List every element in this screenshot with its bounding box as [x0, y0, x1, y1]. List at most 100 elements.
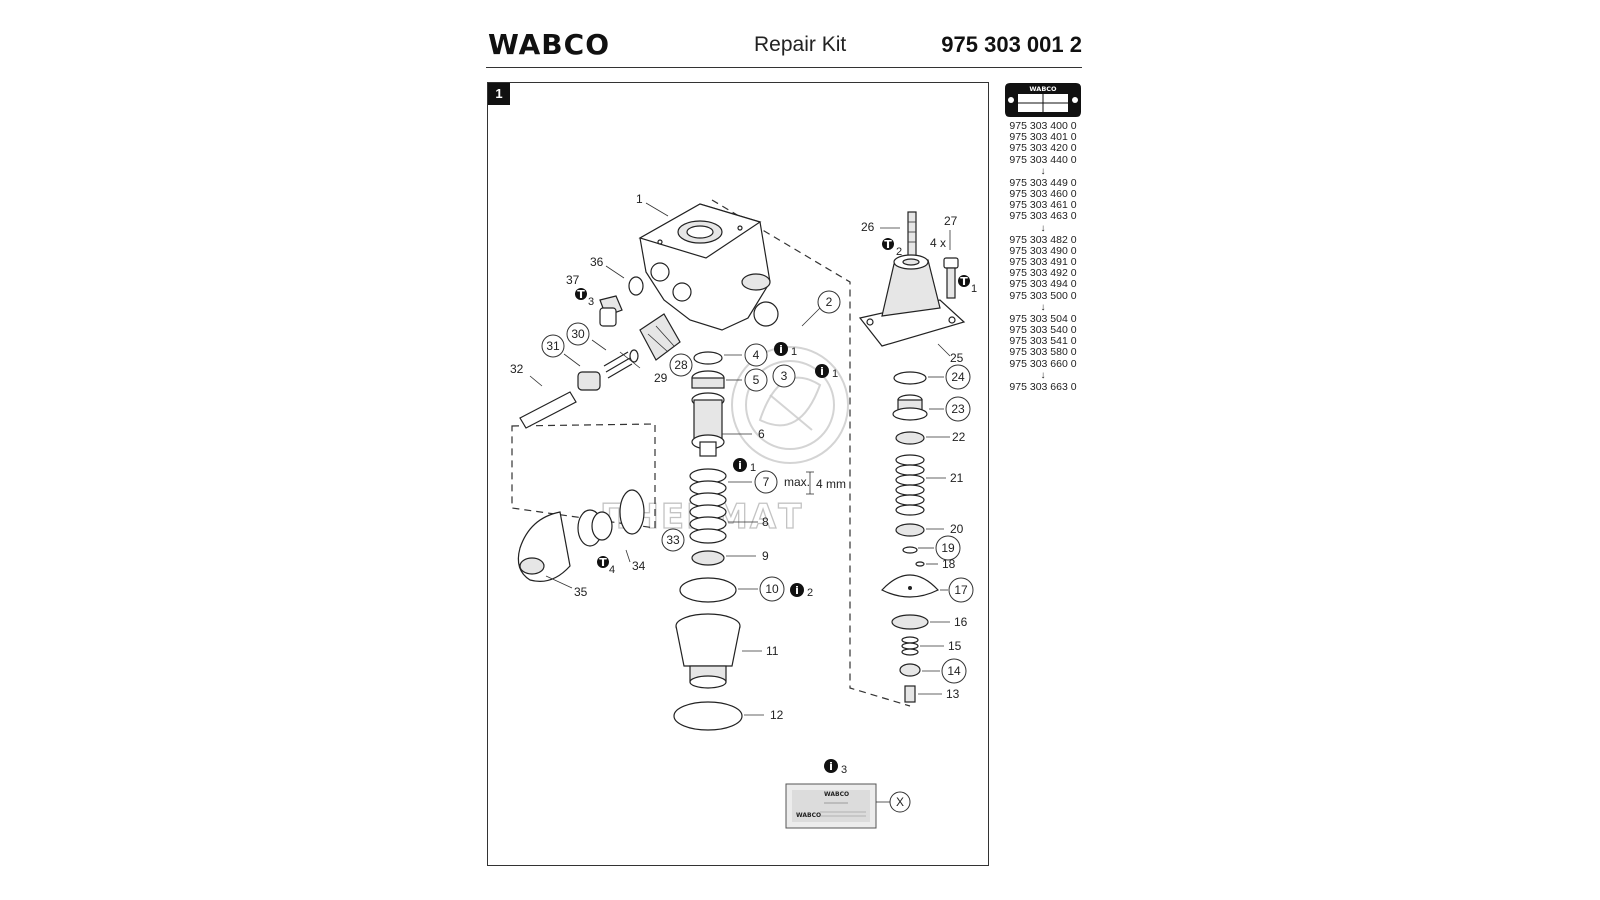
label-25: 25 [950, 351, 964, 365]
valve-14-part [899, 663, 921, 677]
callout-9: 9 [762, 549, 769, 563]
torque-icon: T3 [575, 288, 594, 308]
svg-text:T: T [960, 275, 968, 288]
part-number: 975 303 440 0 [1009, 153, 1077, 166]
valve-6-part [691, 392, 725, 457]
callout-33: 33 [661, 528, 685, 552]
svg-text:4: 4 [609, 564, 615, 576]
label-35: 35 [574, 585, 588, 599]
svg-text:T: T [884, 238, 892, 251]
part-number: 975 303 663 0 [1009, 380, 1077, 393]
callout-30: 30 [566, 322, 590, 346]
part-number: 975 303 492 0 [1009, 267, 1077, 280]
filter-part [639, 313, 681, 361]
screw-27-part [943, 257, 959, 299]
torque-icon: T2 [882, 238, 902, 258]
label-1: 1 [636, 192, 643, 206]
svg-text:T: T [577, 288, 585, 301]
part-number: 975 303 460 0 [1009, 188, 1077, 201]
svg-text:9: 9 [762, 549, 769, 563]
cover-25-part [858, 254, 966, 347]
svg-text:i: i [820, 365, 824, 378]
housing-part [638, 203, 779, 331]
label-29: 29 [654, 371, 668, 385]
cylinder-11-part [675, 613, 741, 689]
label-34: 34 [632, 559, 646, 573]
shaft-part [519, 391, 577, 429]
callout-7: 7 [754, 470, 778, 494]
svg-text:7: 7 [763, 475, 770, 489]
range-arrow: ↓ [1040, 301, 1046, 313]
piston-23-part [892, 394, 928, 421]
diagram-panel: 1 [487, 82, 989, 866]
label-6: 6 [758, 427, 765, 441]
document-title: Repair Kit [754, 33, 847, 56]
washer-22-part [895, 431, 925, 445]
svg-text:T: T [599, 556, 607, 569]
part-number: 975 303 580 0 [1009, 346, 1077, 359]
part-number: 975 303 461 0 [1009, 199, 1077, 212]
svg-text:23: 23 [951, 402, 965, 416]
spring-7-8-part [689, 468, 727, 544]
label-15: 15 [948, 639, 962, 653]
document-sheet [486, 0, 1106, 900]
plug-part [599, 276, 644, 327]
callout-28: 28 [669, 353, 693, 377]
svg-text:1: 1 [971, 283, 977, 295]
seal-4-part [693, 351, 723, 365]
part-number: 975 303 463 0 [1009, 210, 1077, 223]
lever-part [517, 489, 645, 582]
grease-brand: WABCO [824, 791, 849, 798]
callout-5: 5 [744, 368, 768, 392]
ring-18-part [915, 561, 925, 567]
part-number: 975 303 401 0 [1009, 131, 1077, 144]
callout-19: 19 [935, 535, 961, 561]
svg-text:30: 30 [571, 327, 585, 341]
callout-31: 31 [541, 334, 565, 358]
svg-text:X: X [896, 795, 904, 809]
document-header: WABCO Repair Kit 975 303 001 2 [486, 24, 1082, 68]
part-number: 975 303 500 0 [1009, 289, 1077, 302]
spring-15-part [901, 636, 919, 656]
o-ring-10-part [679, 577, 737, 603]
nut-part [577, 371, 601, 391]
seal-24-part [893, 371, 927, 385]
svg-text:3: 3 [841, 764, 847, 776]
part-number: 975 303 504 0 [1009, 312, 1077, 325]
label-16: 16 [954, 615, 968, 629]
callout-14: 14 [941, 658, 967, 684]
svg-text:4: 4 [753, 348, 760, 362]
label-37: 37 [566, 273, 580, 287]
svg-text:31: 31 [546, 339, 560, 353]
watermark-emblem [731, 346, 849, 464]
svg-text:i: i [779, 343, 783, 356]
range-arrow: ↓ [1040, 165, 1046, 177]
part-number: 975 303 540 0 [1009, 324, 1077, 337]
svg-text:1: 1 [832, 368, 838, 380]
piston-5-part [691, 370, 725, 389]
stud-26-part [907, 211, 917, 257]
dimension-note: max. 4 mm [784, 471, 846, 495]
seat-20-part [895, 523, 925, 537]
torque-icon: T1 [958, 275, 977, 295]
svg-text:2: 2 [826, 295, 833, 309]
label-22: 22 [952, 430, 966, 444]
svg-text:4 mm: 4 mm [816, 477, 846, 491]
spring-part [603, 351, 633, 379]
brand-logo: WABCO [488, 28, 610, 61]
circlip-12-part [673, 701, 743, 731]
svg-text:3: 3 [588, 296, 594, 308]
part-number: 975 303 482 0 [1009, 233, 1077, 246]
clip-19-part [902, 546, 918, 554]
part-number: 975 303 660 0 [1009, 357, 1077, 370]
svg-text:3: 3 [781, 369, 788, 383]
svg-text:10: 10 [765, 582, 779, 596]
panel-badge: 1 [488, 83, 510, 105]
